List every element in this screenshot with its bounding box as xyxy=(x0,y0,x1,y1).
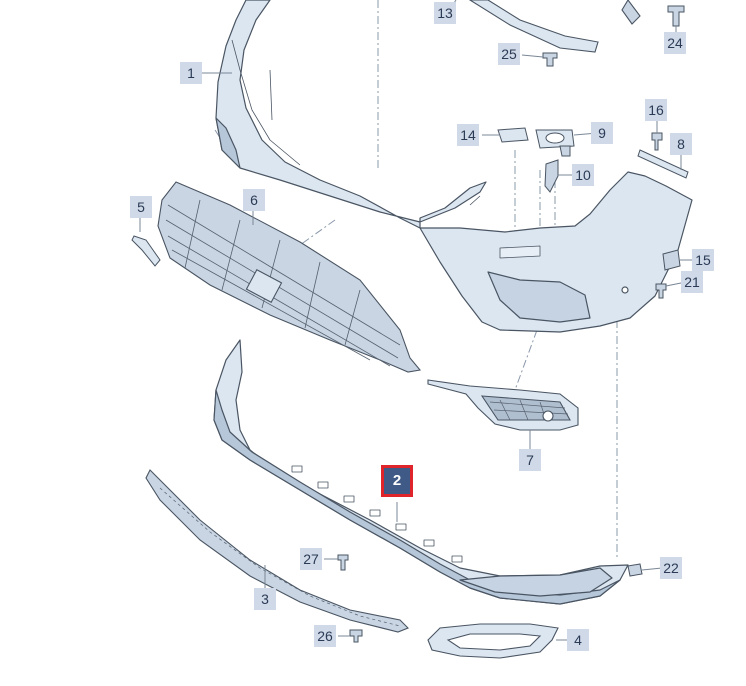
lower-bumper-part xyxy=(213,339,629,605)
upper-trim-strip-part xyxy=(468,0,641,53)
callout-24[interactable]: 24 xyxy=(664,32,686,54)
callout-9[interactable]: 9 xyxy=(591,122,613,144)
callout-10[interactable]: 10 xyxy=(572,164,594,186)
callout-21[interactable]: 21 xyxy=(681,271,703,293)
callout-5[interactable]: 5 xyxy=(130,196,152,218)
callout-2-highlighted[interactable]: 2 xyxy=(381,465,413,497)
radiator-grille-part xyxy=(157,181,422,373)
callout-1[interactable]: 1 xyxy=(180,62,202,84)
callout-6[interactable]: 6 xyxy=(243,189,265,211)
callout-7[interactable]: 7 xyxy=(519,449,541,471)
grille-bracket-part xyxy=(131,235,161,267)
callout-26[interactable]: 26 xyxy=(314,625,336,647)
callout-15[interactable]: 15 xyxy=(692,249,714,271)
small-fasteners-upper xyxy=(497,5,689,299)
callout-16[interactable]: 16 xyxy=(645,99,667,121)
callout-4[interactable]: 4 xyxy=(567,629,589,651)
fog-light-trim-ring-part xyxy=(427,623,559,659)
callout-27[interactable]: 27 xyxy=(300,548,322,570)
callout-8[interactable]: 8 xyxy=(670,133,692,155)
callout-3[interactable]: 3 xyxy=(254,588,276,610)
callout-13[interactable]: 13 xyxy=(434,2,456,24)
bumper-cover-part xyxy=(215,0,693,333)
lower-trim-strip-part xyxy=(145,469,409,633)
fog-light-grille-part xyxy=(427,379,579,431)
callout-22[interactable]: 22 xyxy=(660,557,682,579)
callout-25[interactable]: 25 xyxy=(498,43,520,65)
callout-14[interactable]: 14 xyxy=(457,124,479,146)
screws-lower xyxy=(337,554,643,643)
